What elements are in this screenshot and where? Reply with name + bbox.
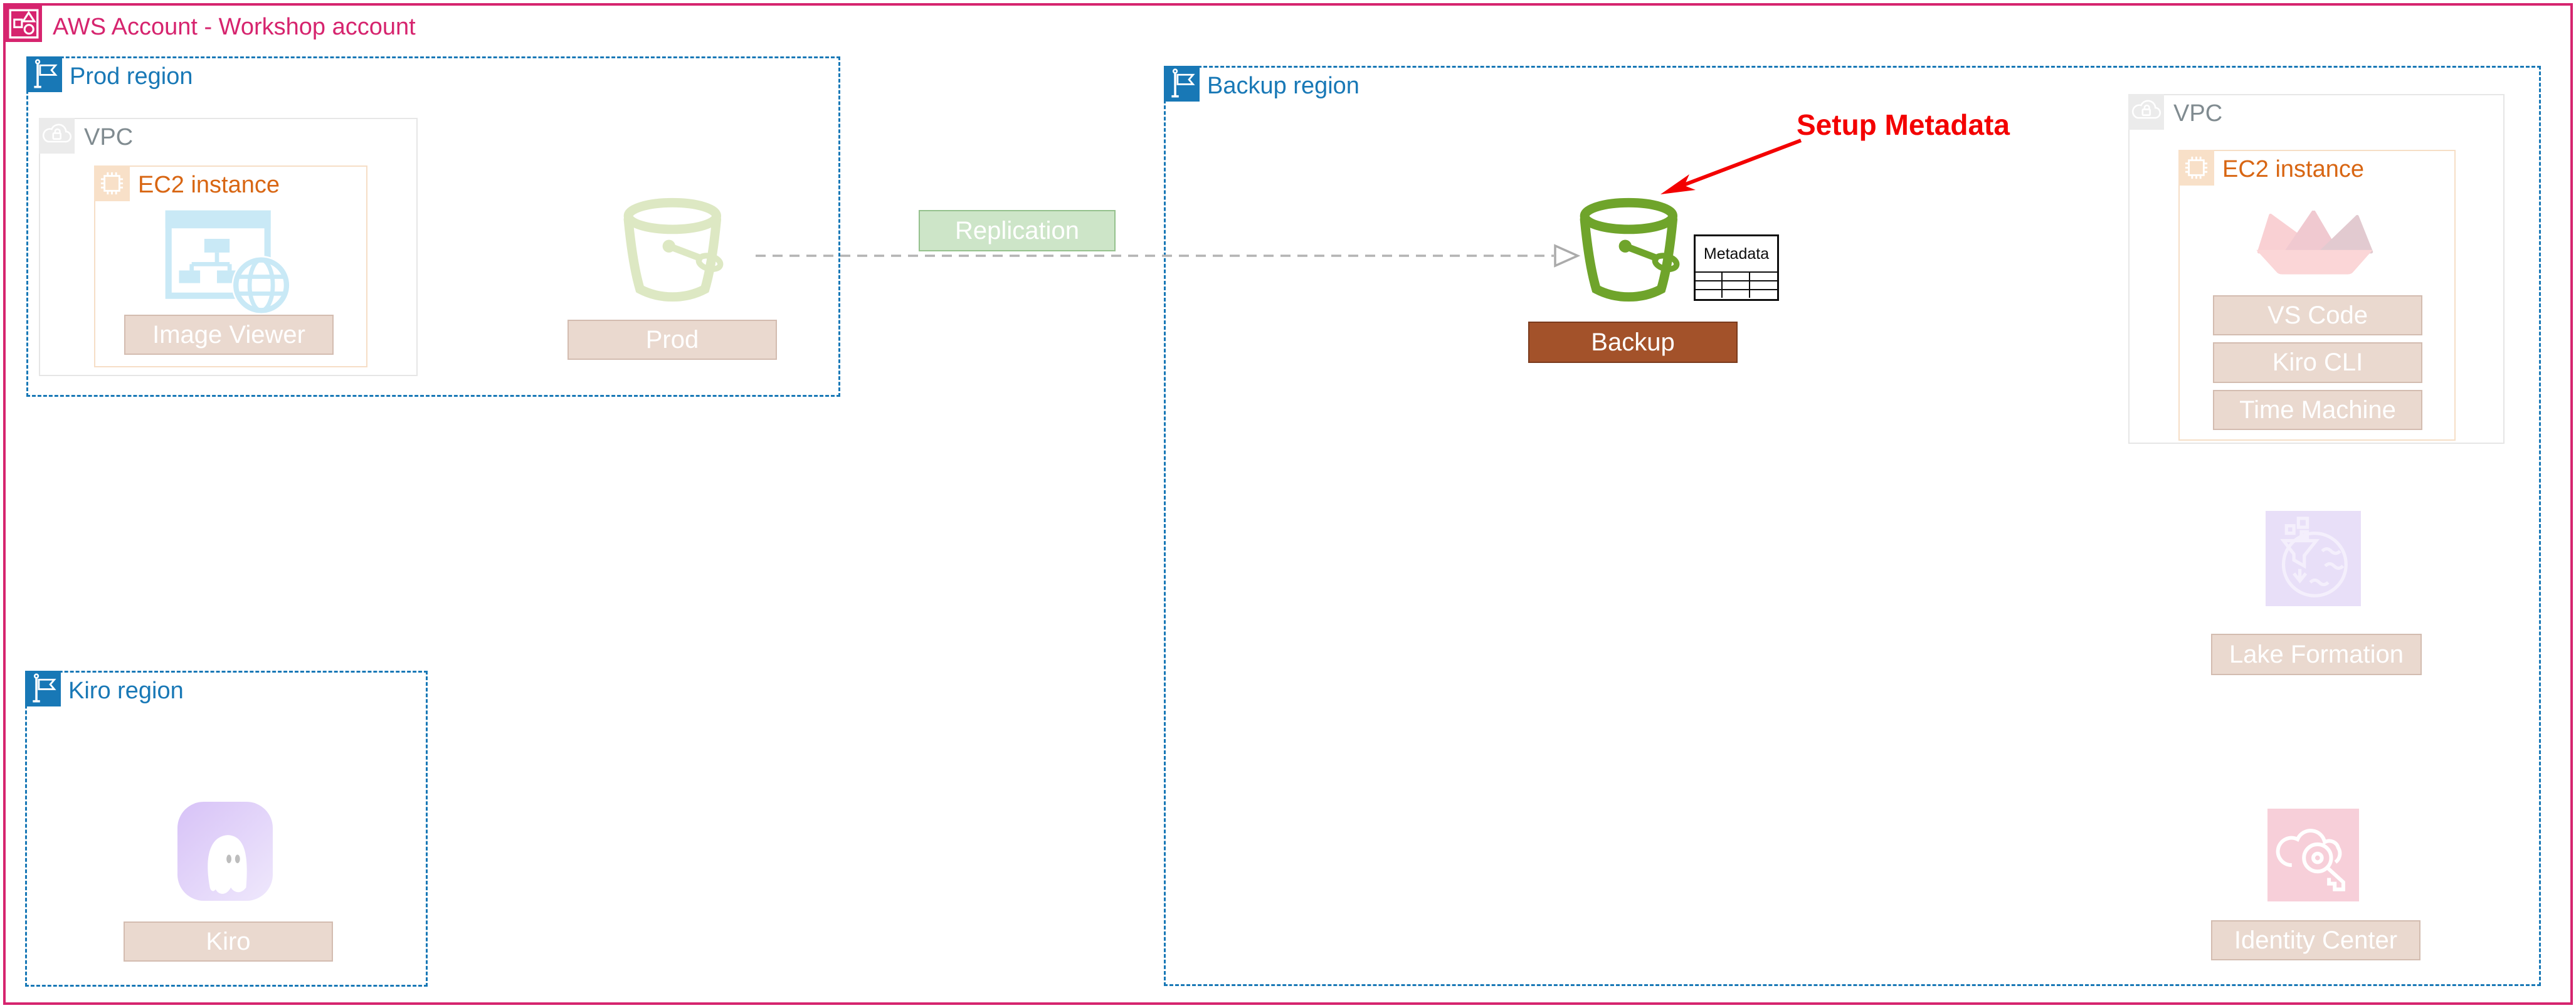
replication-tag-label: Replication (955, 216, 1079, 244)
kiro-ghost-icon (177, 802, 273, 901)
account-title: AWS Account - Workshop account (53, 14, 416, 40)
kiro-region-box: Kiro region (25, 671, 428, 987)
identity-center-tag-label: Identity Center (2234, 926, 2398, 954)
prod-ec2-icon (94, 165, 130, 201)
prod-vpc-box: VPC EC2 instance (39, 118, 418, 376)
prod-ec2-label: EC2 instance (138, 172, 280, 198)
prod-vpc-icon (39, 118, 75, 154)
paper-boat-icon (2256, 211, 2373, 275)
kiro-region-label: Kiro region (68, 678, 184, 704)
kiro-cli-tag-label: Kiro CLI (2272, 349, 2363, 376)
prod-region-label: Prod region (70, 63, 193, 90)
replication-tag: Replication (919, 210, 1116, 251)
s3-bucket-icon-faded (623, 197, 724, 302)
time-machine-tag: Time Machine (2213, 390, 2422, 430)
prod-bucket-tag: Prod (567, 320, 777, 360)
kiro-cli-tag: Kiro CLI (2213, 342, 2422, 383)
backup-vpc-box: VPC EC2 instance VS Code Kiro CLI (2128, 94, 2505, 444)
metadata-table-title: Metadata (1703, 244, 1770, 263)
aws-account-icon (6, 6, 42, 42)
kiro-region-flag-icon (25, 671, 61, 706)
browser-sitemap-globe-icon (165, 210, 291, 315)
backup-region-box: Backup region (1164, 66, 2541, 986)
identity-center-icon (2267, 809, 2359, 901)
lake-formation-tag-label: Lake Formation (2229, 640, 2404, 668)
backup-vpc-label: VPC (2173, 100, 2223, 127)
backup-region-label: Backup region (1207, 73, 1359, 99)
kiro-tag-label: Kiro (206, 927, 251, 955)
prod-region-flag-icon (26, 56, 62, 92)
metadata-table: Metadata (1694, 234, 1779, 301)
vs-code-tag-label: VS Code (2267, 301, 2368, 329)
prod-ec2-box: EC2 instance Image Viewer (94, 165, 367, 367)
prod-region-box: Prod region (26, 56, 840, 397)
image-viewer-tag: Image Viewer (124, 315, 334, 355)
aws-account-box (3, 3, 2573, 1005)
backup-ec2-box: EC2 instance VS Code Kiro CLI Time Machi… (2178, 150, 2456, 441)
kiro-tag: Kiro (124, 921, 333, 962)
metadata-table-grid (1696, 271, 1777, 298)
backup-ec2-icon (2178, 150, 2214, 186)
time-machine-tag-label: Time Machine (2239, 396, 2396, 424)
lake-formation-tag: Lake Formation (2211, 634, 2422, 675)
vs-code-tag: VS Code (2213, 295, 2422, 335)
backup-ec2-label: EC2 instance (2222, 156, 2365, 182)
identity-center-tag: Identity Center (2211, 920, 2420, 960)
prod-vpc-label: VPC (84, 124, 134, 150)
backup-bucket-tag-label: Backup (1591, 328, 1675, 356)
backup-region-flag-icon (1164, 66, 1200, 102)
prod-bucket-tag-label: Prod (645, 325, 699, 354)
setup-metadata-annotation: Setup Metadata (1797, 108, 2010, 141)
s3-bucket-icon-green (1580, 197, 1680, 302)
aws-account-glyph (9, 9, 39, 39)
image-viewer-tag-label: Image Viewer (152, 320, 305, 349)
backup-vpc-icon (2128, 94, 2164, 130)
lake-formation-icon (2266, 511, 2361, 606)
backup-bucket-tag: Backup (1528, 322, 1738, 363)
